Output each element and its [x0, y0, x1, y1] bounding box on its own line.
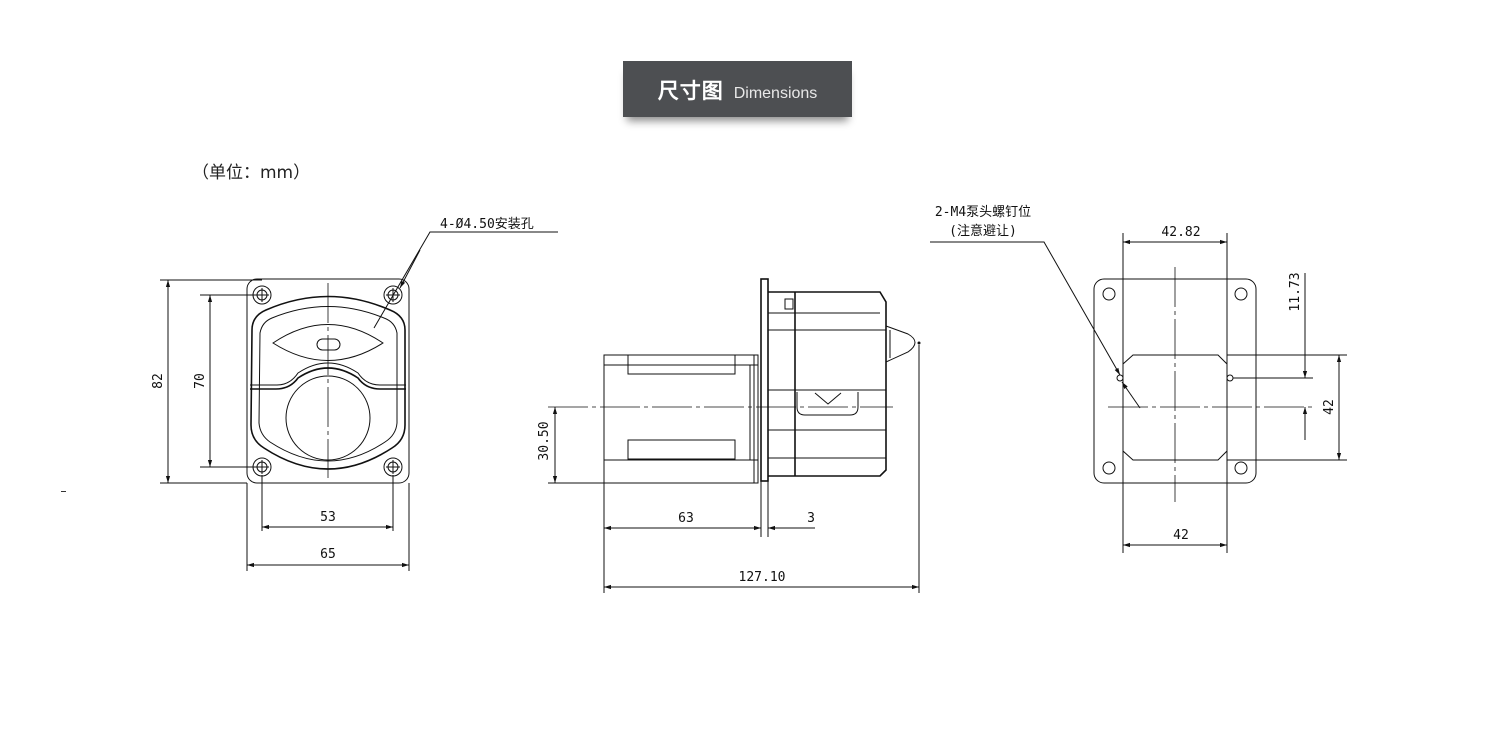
- banner-title-zh: 尺寸图: [657, 79, 724, 103]
- screw-callout-line1: 2-M4泵头螺钉位: [935, 205, 1031, 220]
- front-view: 82 70 53 65 4-Ø4.50安装孔: [151, 217, 558, 571]
- dim-42-bottom: 42: [1173, 528, 1189, 543]
- dim-53: 53: [320, 510, 336, 525]
- viewing-window: [272, 324, 384, 361]
- back-view: 42.82 42 42 11.73 2-M4泵头螺钉位 (注意避让): [930, 205, 1347, 553]
- dim-65: 65: [320, 547, 336, 562]
- mounting-hole-icon: [252, 285, 403, 477]
- mounting-flange: [246, 278, 410, 484]
- side-view: 30.50 63 3 127.10: [537, 278, 921, 593]
- dim-42-height: 42: [1322, 399, 1337, 415]
- dim-127-10: 127.10: [739, 570, 786, 585]
- hole-leader-line: [373, 231, 558, 329]
- dim-30-50: 30.50: [537, 421, 552, 460]
- unit-note: （单位：mm）: [192, 163, 311, 183]
- knob: [885, 325, 916, 363]
- dim-42-82: 42.82: [1161, 225, 1200, 240]
- mounting-plate: [760, 278, 769, 482]
- screw-position: [1116, 374, 1124, 382]
- hole-callout: 4-Ø4.50安装孔: [440, 217, 534, 232]
- latch: [796, 392, 859, 416]
- banner-title-en: Dimensions: [733, 85, 818, 102]
- screw-position: [1226, 374, 1234, 382]
- pump-head-outline: [250, 295, 406, 470]
- dim-3: 3: [807, 511, 815, 526]
- dim-63: 63: [678, 511, 694, 526]
- dim-11-73: 11.73: [1288, 272, 1303, 311]
- screw-leader-line: [930, 241, 1121, 376]
- section-banner: 尺寸图 Dimensions: [623, 61, 852, 117]
- stray-mark: [61, 491, 66, 492]
- screw-callout-line2: (注意避让): [949, 223, 1017, 239]
- pump-head-side: [768, 291, 887, 477]
- dim-82: 82: [151, 373, 166, 389]
- dim-70: 70: [193, 373, 208, 389]
